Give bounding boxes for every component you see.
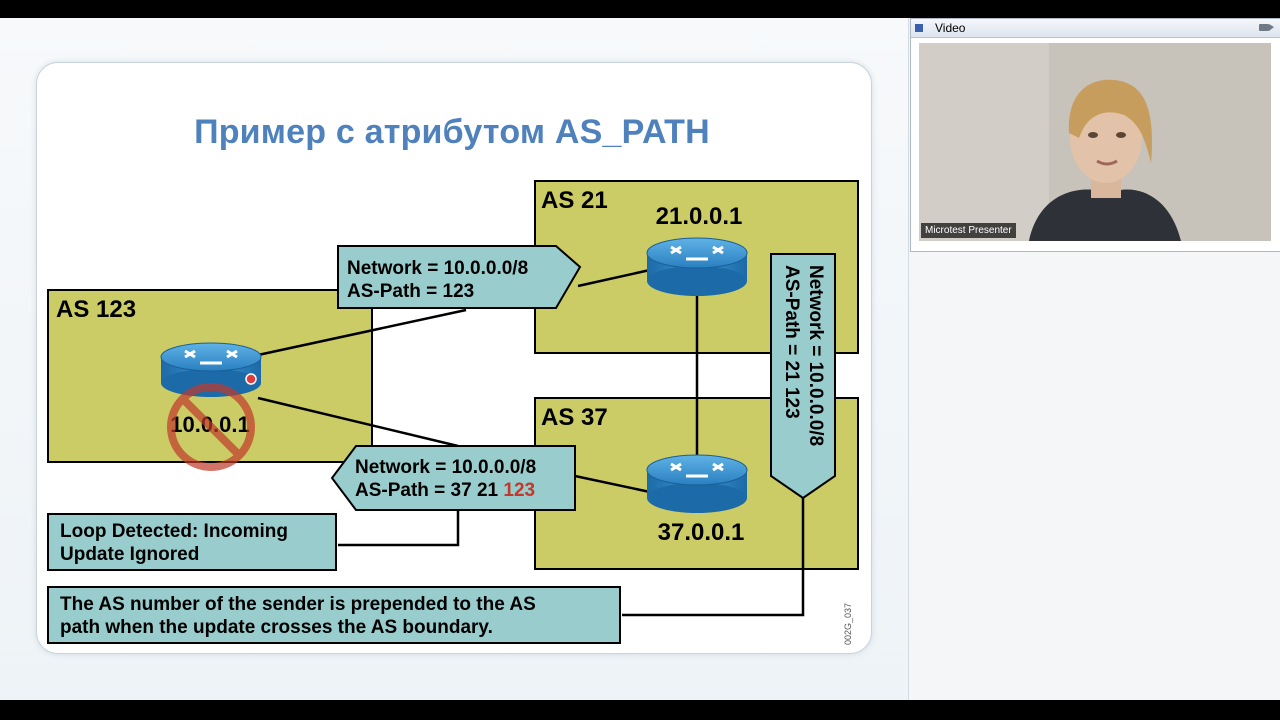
- slide-code: 002G_037: [843, 603, 853, 645]
- update-from-as37-callout: [330, 445, 576, 511]
- router-as37-icon: [646, 454, 748, 513]
- presenter-name-tag: Microtest Presenter: [921, 223, 1016, 238]
- as37-label: AS 37: [541, 404, 608, 431]
- update-to-as21-line2: AS-Path = 123: [347, 281, 474, 302]
- link-callout-as37: [574, 474, 651, 494]
- footer-note-line2: path when the update crosses the AS boun…: [60, 617, 493, 638]
- loop-note-line2: Update Ignored: [60, 544, 199, 565]
- leader-loop-note: [338, 510, 460, 547]
- as-path-diagram: 10.0.0.1 AS 123 AS 21 AS 3: [47, 180, 859, 645]
- as123-label: AS 123: [56, 296, 136, 323]
- window-icon: [915, 24, 923, 32]
- as21-label: AS 21: [541, 187, 608, 214]
- as37-router-ip: 37.0.0.1: [658, 519, 745, 546]
- presenter-video-feed[interactable]: Microtest Presenter: [919, 43, 1271, 241]
- leader-footer-note: [622, 498, 805, 617]
- update-as21-to-as37-line1: Network = 10.0.0.0/8: [805, 265, 826, 446]
- loop-note-line1: Loop Detected: Incoming: [60, 521, 288, 542]
- link-as123-as37: [257, 396, 459, 448]
- update-as21-to-as37-line2: AS-Path = 21 123: [781, 265, 802, 419]
- as21-router-ip: 21.0.0.1: [656, 203, 743, 230]
- video-panel-title: Video: [935, 21, 966, 35]
- slide-title: Пример с атрибутом AS_PATH: [194, 113, 710, 151]
- bottom-bar: [0, 700, 1280, 720]
- camera-icon[interactable]: [1259, 24, 1274, 31]
- screen: Пример с атрибутом AS_PATH: [0, 18, 1280, 700]
- update-as21-to-as37-callout: [770, 253, 836, 500]
- update-from-as37-highlight: 123: [503, 480, 535, 501]
- link-callout-as21: [577, 268, 651, 288]
- footer-note-line1: The AS number of the sender is prepended…: [60, 594, 536, 615]
- update-from-as37-line2: AS-Path = 37 21 123: [355, 480, 535, 501]
- update-from-as37-line1: Network = 10.0.0.0/8: [355, 457, 536, 478]
- presenter-silhouette: [919, 43, 1271, 241]
- no-symbol-icon: [167, 383, 255, 471]
- link-as123-as21: [257, 308, 467, 357]
- footer-note-box: [47, 586, 621, 644]
- router-as21-icon: [646, 237, 748, 296]
- video-titlebar[interactable]: Video: [911, 19, 1280, 38]
- loop-note-box: [47, 513, 337, 571]
- update-to-as21-line1: Network = 10.0.0.0/8: [347, 258, 528, 279]
- video-panel: Video Microtest Presenter: [910, 18, 1280, 252]
- slide-area: Пример с атрибутом AS_PATH: [0, 18, 909, 700]
- update-to-as21-callout: [337, 245, 582, 309]
- update-from-as37-path: AS-Path = 37 21: [355, 480, 503, 501]
